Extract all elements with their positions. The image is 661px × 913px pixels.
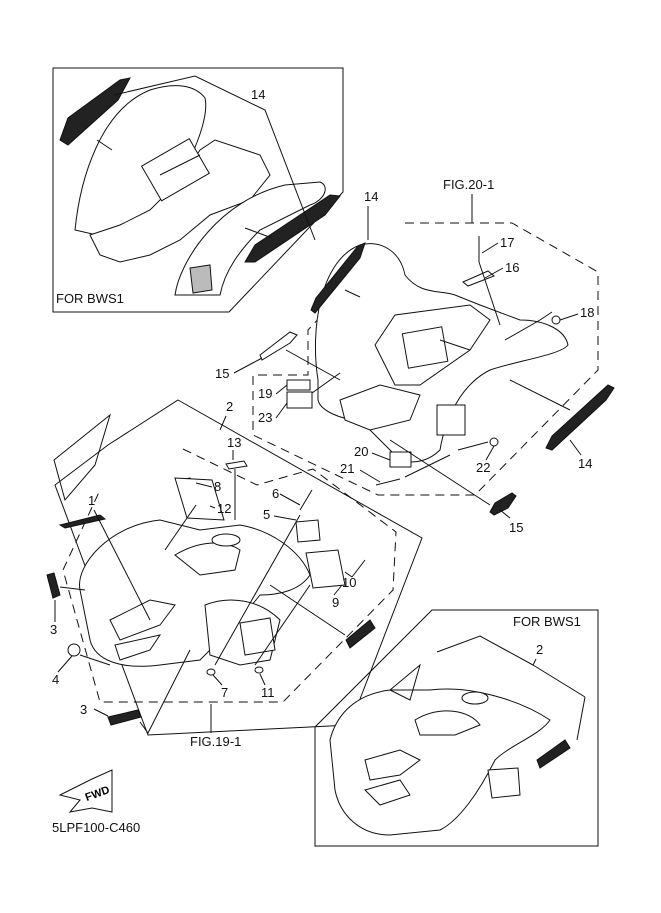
inset-frame bbox=[52, 67, 344, 313]
fwd-label: FWD bbox=[84, 784, 112, 804]
decal-15-right bbox=[489, 492, 517, 516]
inset-bottom-right: FOR BWS1 2 bbox=[314, 609, 599, 847]
rear-fender-group: FIG.20-1 14 17 16 18 bbox=[215, 177, 615, 535]
decal-yamaha-right bbox=[345, 619, 376, 649]
callout-3-left: 3 bbox=[50, 622, 57, 637]
part-4-cap bbox=[67, 643, 81, 657]
callout-16: 16 bbox=[505, 260, 519, 275]
callout-23: 23 bbox=[258, 410, 272, 425]
part-6-screw bbox=[299, 489, 313, 511]
decal-1 bbox=[58, 514, 107, 529]
callout-8: 8 bbox=[214, 479, 221, 494]
decal-14-inset-left bbox=[59, 77, 131, 146]
part-21-screw bbox=[375, 478, 401, 486]
part-10-screw bbox=[351, 559, 366, 578]
part-16-label bbox=[462, 270, 495, 287]
inset-label-top-left: FOR BWS1 bbox=[56, 291, 124, 306]
part-23-label bbox=[286, 391, 313, 409]
side-decal-inset bbox=[389, 663, 421, 701]
callout-3-bottom: 3 bbox=[80, 702, 87, 717]
plate-light-area bbox=[436, 404, 466, 436]
callout-17: 17 bbox=[500, 235, 514, 250]
callout-2-inset: 2 bbox=[536, 642, 543, 657]
part-9-plate bbox=[305, 549, 346, 589]
fig-19-1-boundary bbox=[62, 448, 397, 703]
fuel-cap-opening bbox=[211, 533, 241, 547]
callout-1: 1 bbox=[88, 493, 95, 508]
fig-19-1-ref: FIG.19-1 bbox=[190, 734, 241, 749]
plate-bracket-inset bbox=[189, 264, 213, 294]
callout-7: 7 bbox=[221, 685, 228, 700]
part-22-nut bbox=[489, 437, 499, 447]
callout-2: 2 bbox=[226, 399, 233, 414]
decal-3-bottom bbox=[107, 709, 142, 726]
decal-3-left bbox=[46, 572, 61, 599]
part-18-grommet bbox=[551, 315, 561, 325]
front-plate-area bbox=[239, 617, 276, 656]
callout-22: 22 bbox=[476, 460, 490, 475]
callout-12: 12 bbox=[217, 501, 231, 516]
part-13-label bbox=[225, 460, 248, 470]
decal-15-left bbox=[259, 331, 298, 361]
callout-20: 20 bbox=[354, 444, 368, 459]
callout-14-inset: 14 bbox=[251, 87, 265, 102]
callout-5: 5 bbox=[263, 507, 270, 522]
fwd-indicator: FWD bbox=[58, 769, 113, 813]
part-7-nut bbox=[206, 668, 216, 676]
callout-21: 21 bbox=[340, 461, 354, 476]
fwd-arrow-icon bbox=[58, 769, 113, 813]
callout-6: 6 bbox=[272, 486, 279, 501]
decal-14-right bbox=[545, 384, 615, 451]
callout-15-right: 15 bbox=[509, 520, 523, 535]
callout-14-top: 14 bbox=[364, 189, 378, 204]
front-fender-outline-2 bbox=[54, 399, 423, 736]
callout-13: 13 bbox=[227, 435, 241, 450]
fig-20-1-boundary bbox=[252, 222, 599, 496]
callout-19: 19 bbox=[258, 386, 272, 401]
front-fender-group: 2 1 3 4 3 13 bbox=[46, 399, 423, 749]
callout-11: 11 bbox=[261, 685, 275, 700]
part-12-label bbox=[174, 477, 225, 521]
callout-9: 9 bbox=[332, 595, 339, 610]
decal-14-left bbox=[310, 242, 366, 314]
side-decal-front bbox=[53, 413, 111, 502]
inset-top-left: FOR BWS1 14 bbox=[52, 67, 344, 313]
fig-20-1-ref: FIG.20-1 bbox=[443, 177, 494, 192]
drawing-code: 5LPF100-C460 bbox=[52, 820, 140, 835]
rear-fender-inset bbox=[74, 85, 326, 296]
callout-18: 18 bbox=[580, 305, 594, 320]
decal-yamaha-inset bbox=[536, 739, 571, 769]
decal-14-inset-right bbox=[244, 194, 341, 263]
callout-14-right: 14 bbox=[578, 456, 592, 471]
part-19-label bbox=[286, 379, 311, 391]
inset-frame-bottom-right bbox=[314, 609, 599, 847]
inset-label-bottom-right: FOR BWS1 bbox=[513, 614, 581, 629]
part-5-plate bbox=[295, 519, 321, 543]
callout-4: 4 bbox=[52, 672, 59, 687]
callout-10: 10 bbox=[342, 575, 356, 590]
part-20-plate bbox=[389, 451, 412, 468]
part-11-nut bbox=[254, 666, 264, 674]
callout-15-left: 15 bbox=[215, 366, 229, 381]
front-fender bbox=[79, 519, 311, 667]
